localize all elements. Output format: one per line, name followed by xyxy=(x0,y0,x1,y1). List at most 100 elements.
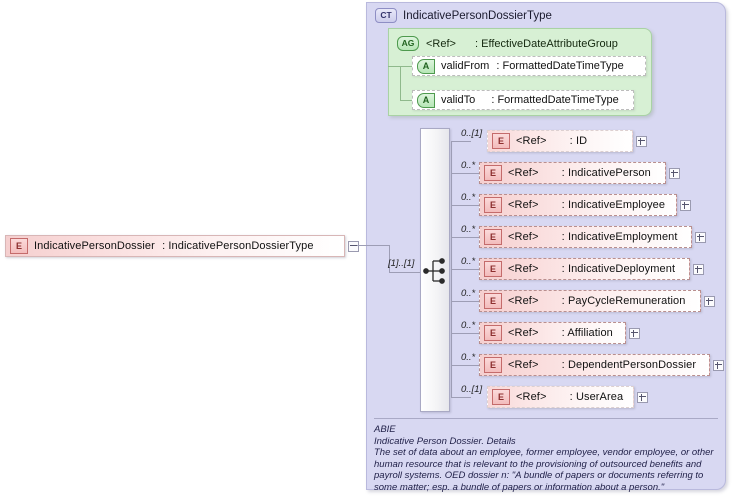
element-UserArea-expand-toggle[interactable] xyxy=(637,392,648,403)
root-to-container-line xyxy=(357,245,389,246)
element-6-cardinality: 0..* xyxy=(461,320,476,331)
branch-line-4 xyxy=(451,269,479,270)
element-IndicativeDeployment-label: <Ref> : IndicativeDeployment xyxy=(502,263,675,275)
root-element-collapse-toggle[interactable] xyxy=(348,241,359,252)
annotation-abie: ABIE xyxy=(374,424,396,435)
element-icon: E xyxy=(484,293,502,309)
element-IndicativeEmployment-ref: <Ref> xyxy=(508,231,539,243)
element-IndicativeEmployment-separator: : xyxy=(561,231,565,243)
element-IndicativeEmployee[interactable]: E <Ref> : IndicativeEmployee xyxy=(479,194,677,216)
attribute-validTo[interactable]: A validTo : FormattedDateTimeType xyxy=(412,90,634,110)
element-ID[interactable]: E <Ref> : ID xyxy=(487,130,633,152)
element-IndicativeEmployment-label: <Ref> : IndicativeEmployment xyxy=(502,231,678,243)
element-IndicativePerson-label: <Ref> : IndicativePerson xyxy=(502,167,651,179)
element-IndicativeEmployment-expand-toggle[interactable] xyxy=(695,232,706,243)
element-0-cardinality: 0..[1] xyxy=(461,128,483,139)
container-to-compositor-line xyxy=(389,272,420,273)
sequence-icon xyxy=(423,258,445,284)
element-PayCycleRemuneration-name: PayCycleRemuneration xyxy=(567,295,686,307)
element-1-cardinality: 0..* xyxy=(461,160,476,171)
annotation-divider xyxy=(374,418,718,419)
element-IndicativeDeployment[interactable]: E <Ref> : IndicativeDeployment xyxy=(479,258,690,280)
branch-line-3 xyxy=(451,237,479,238)
element-PayCycleRemuneration-separator: : xyxy=(561,295,565,307)
annotation-definition: The set of data about an employee, forme… xyxy=(374,447,714,493)
element-IndicativeEmployee-label: <Ref> : IndicativeEmployee xyxy=(502,199,665,211)
element-Affiliation-label: <Ref> : Affiliation xyxy=(502,327,613,339)
attr-tree-branch-1 xyxy=(400,66,412,67)
element-IndicativeDeployment-separator: : xyxy=(561,263,565,275)
element-IndicativeEmployee-ref: <Ref> xyxy=(508,199,539,211)
element-ID-expand-toggle[interactable] xyxy=(636,136,647,147)
attribute-validTo-name: validTo xyxy=(441,94,476,106)
element-Affiliation-expand-toggle[interactable] xyxy=(629,328,640,339)
element-3-cardinality: 0..* xyxy=(461,224,476,235)
attribute-group-separator: : xyxy=(475,37,479,50)
element-ID-separator: : xyxy=(569,135,573,147)
attribute-icon: A xyxy=(417,92,435,108)
branch-line-0 xyxy=(451,141,471,142)
element-IndicativeEmployee-expand-toggle[interactable] xyxy=(680,200,691,211)
element-UserArea[interactable]: E <Ref> : UserArea xyxy=(487,386,634,408)
element-icon: E xyxy=(10,238,28,254)
root-element-label: IndicativePersonDossier : IndicativePers… xyxy=(28,240,314,252)
annotation-term: Indicative Person Dossier. Details xyxy=(374,435,516,447)
root-element-IndicativePersonDossier[interactable]: E IndicativePersonDossier : IndicativePe… xyxy=(5,235,345,257)
element-IndicativeEmployee-name: IndicativeEmployee xyxy=(567,199,666,211)
element-PayCycleRemuneration-expand-toggle[interactable] xyxy=(704,296,715,307)
complex-type-title: IndicativePersonDossierType xyxy=(403,9,552,22)
attr-tree-stem xyxy=(388,66,400,67)
container-drop-line xyxy=(389,245,390,273)
complextype-icon: CT xyxy=(375,8,397,23)
element-8-cardinality: 0..[1] xyxy=(461,384,483,395)
element-icon: E xyxy=(484,357,502,373)
element-ID-label: <Ref> : ID xyxy=(510,135,587,147)
root-element-separator: : xyxy=(162,240,166,252)
attribute-validFrom-name: validFrom xyxy=(441,60,490,72)
element-2-cardinality: 0..* xyxy=(461,192,476,203)
element-ID-ref: <Ref> xyxy=(516,135,547,147)
compositor-cardinality: [1]..[1] xyxy=(388,258,415,269)
element-IndicativeEmployment[interactable]: E <Ref> : IndicativeEmployment xyxy=(479,226,692,248)
element-5-cardinality: 0..* xyxy=(461,288,476,299)
attributegroup-icon: AG xyxy=(397,36,419,51)
element-IndicativeEmployee-separator: : xyxy=(561,199,565,211)
element-IndicativeDeployment-expand-toggle[interactable] xyxy=(693,264,704,275)
element-IndicativePerson-name: IndicativePerson xyxy=(567,167,651,179)
element-IndicativeEmployment-name: IndicativeEmployment xyxy=(567,231,678,243)
element-ID-name: ID xyxy=(575,135,588,147)
element-icon: E xyxy=(484,165,502,181)
element-IndicativeDeployment-ref: <Ref> xyxy=(508,263,539,275)
element-IndicativeDeployment-name: IndicativeDeployment xyxy=(567,263,676,275)
attribute-validFrom[interactable]: A validFrom : FormattedDateTimeType xyxy=(412,56,646,76)
element-IndicativePerson[interactable]: E <Ref> : IndicativePerson xyxy=(479,162,666,184)
element-IndicativePerson-expand-toggle[interactable] xyxy=(669,168,680,179)
element-icon: E xyxy=(484,197,502,213)
attribute-group-header: AG <Ref> : EffectiveDateAttributeGroup xyxy=(397,36,618,51)
attr-tree-branch-2 xyxy=(400,100,412,101)
attribute-group-name: EffectiveDateAttributeGroup xyxy=(481,37,618,50)
sequence-compositor[interactable] xyxy=(420,128,450,412)
element-Affiliation[interactable]: E <Ref> : Affiliation xyxy=(479,322,626,344)
element-PayCycleRemuneration[interactable]: E <Ref> : PayCycleRemuneration xyxy=(479,290,701,312)
element-DependentPersonDossier-separator: : xyxy=(561,359,565,371)
attribute-group-ref: <Ref> xyxy=(426,37,456,50)
attr-tree-vertical xyxy=(400,66,401,100)
element-IndicativePerson-separator: : xyxy=(561,167,565,179)
element-IndicativePerson-ref: <Ref> xyxy=(508,167,539,179)
attribute-validTo-label: validTo : FormattedDateTimeType xyxy=(435,94,619,106)
element-DependentPersonDossier[interactable]: E <Ref> : DependentPersonDossier xyxy=(479,354,710,376)
attribute-validTo-type: FormattedDateTimeType xyxy=(497,94,619,106)
element-DependentPersonDossier-name: DependentPersonDossier xyxy=(567,359,697,371)
complex-type-header: CT IndicativePersonDossierType xyxy=(375,8,552,23)
element-DependentPersonDossier-expand-toggle[interactable] xyxy=(713,360,724,371)
branch-line-6 xyxy=(451,333,479,334)
branch-line-1 xyxy=(451,173,479,174)
element-icon: E xyxy=(492,133,510,149)
attribute-validFrom-label: validFrom : FormattedDateTimeType xyxy=(435,60,624,72)
branch-line-2 xyxy=(451,205,479,206)
element-PayCycleRemuneration-label: <Ref> : PayCycleRemuneration xyxy=(502,295,686,307)
branch-line-8 xyxy=(451,397,471,398)
element-UserArea-label: <Ref> : UserArea xyxy=(510,391,623,403)
